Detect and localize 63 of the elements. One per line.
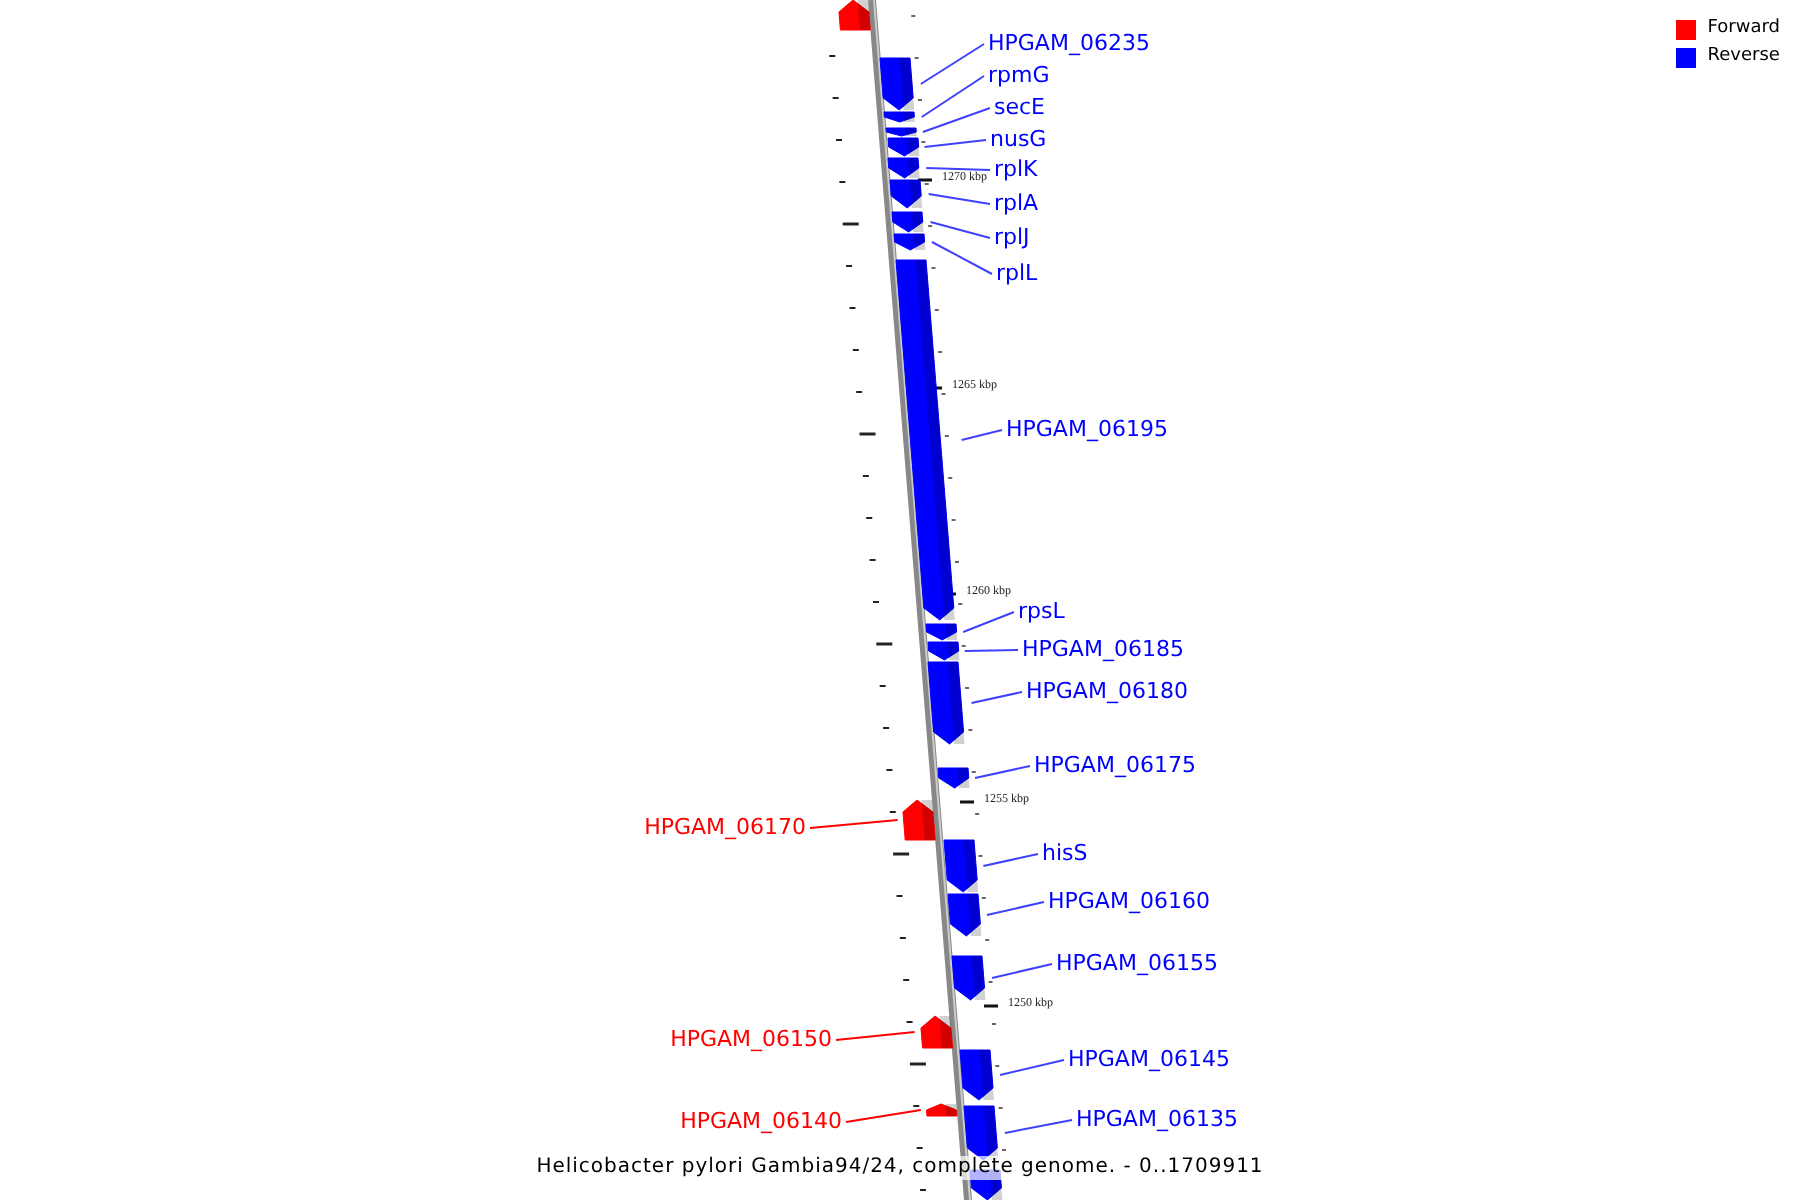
gene-feature-block [925, 624, 958, 640]
leader-line [962, 611, 1015, 633]
gene-label: rpsL [1018, 598, 1065, 624]
gene-feature-block [964, 1106, 999, 1160]
leader-line [920, 75, 985, 118]
leader-line [960, 429, 1003, 441]
gene-label: hisS [1042, 840, 1088, 866]
gene-feature-block [952, 956, 986, 1000]
gene-label: HPGAM_06150 [670, 1026, 832, 1052]
legend-label: Forward [1707, 18, 1780, 40]
leader-line [845, 1109, 922, 1123]
gene-feature-block [937, 768, 970, 788]
leader-line [925, 167, 991, 171]
gene-label: HPGAM_06180 [1026, 678, 1188, 704]
gene-feature-block [838, 0, 871, 30]
leader-line [923, 139, 987, 148]
leader-line [809, 819, 899, 829]
gene-label: rpmG [988, 62, 1050, 88]
gene-feature-block [884, 112, 916, 122]
gene-label: rplJ [994, 224, 1030, 250]
gene-label: HPGAM_06195 [1006, 416, 1168, 442]
gene-feature-block [919, 1016, 952, 1048]
gene-feature-block [926, 1104, 958, 1116]
leader-line [985, 901, 1045, 916]
gene-label: secE [994, 94, 1045, 120]
gene-feature-block [888, 158, 921, 178]
legend-label: Reverse [1707, 46, 1780, 68]
leader-line [921, 107, 991, 133]
gene-feature-block [890, 180, 923, 208]
leader-line [1003, 1119, 1073, 1134]
leader-line [963, 649, 1019, 652]
gene-label: HPGAM_06170 [644, 814, 806, 840]
leader-line [974, 765, 1031, 779]
gene-label: rplA [994, 190, 1039, 216]
gene-feature-block [960, 1050, 994, 1100]
leader-line [999, 1059, 1065, 1076]
gene-feature-block [894, 234, 926, 250]
leader-line [929, 221, 991, 239]
leader-line [919, 43, 985, 85]
leader-line [991, 963, 1053, 979]
gene-feature-block [887, 138, 919, 156]
leader-line [982, 853, 1039, 867]
gene-label: nusG [990, 126, 1047, 152]
gene-label: HPGAM_06140 [680, 1108, 842, 1134]
leader-line [970, 691, 1023, 704]
gene-label: HPGAM_06145 [1068, 1046, 1230, 1072]
gene-feature-block [902, 800, 936, 840]
gene-label: HPGAM_06235 [988, 30, 1150, 56]
gene-feature-block [892, 212, 925, 232]
gene-label: HPGAM_06135 [1076, 1106, 1238, 1132]
leader-line [927, 193, 991, 205]
gene-feature-block [927, 642, 959, 660]
gene-label: HPGAM_06155 [1056, 950, 1218, 976]
gene-label: HPGAM_06175 [1034, 752, 1196, 778]
leader-line [931, 241, 993, 275]
gene-feature-block [947, 894, 981, 936]
gene-feature-block [886, 128, 917, 136]
gene-label: HPGAM_06160 [1048, 888, 1210, 914]
gene-label: rplL [996, 260, 1038, 286]
leader-line [835, 1031, 916, 1041]
gene-label: rplK [994, 156, 1038, 182]
gene-feature-block [943, 840, 978, 892]
gene-label: HPGAM_06185 [1022, 636, 1184, 662]
